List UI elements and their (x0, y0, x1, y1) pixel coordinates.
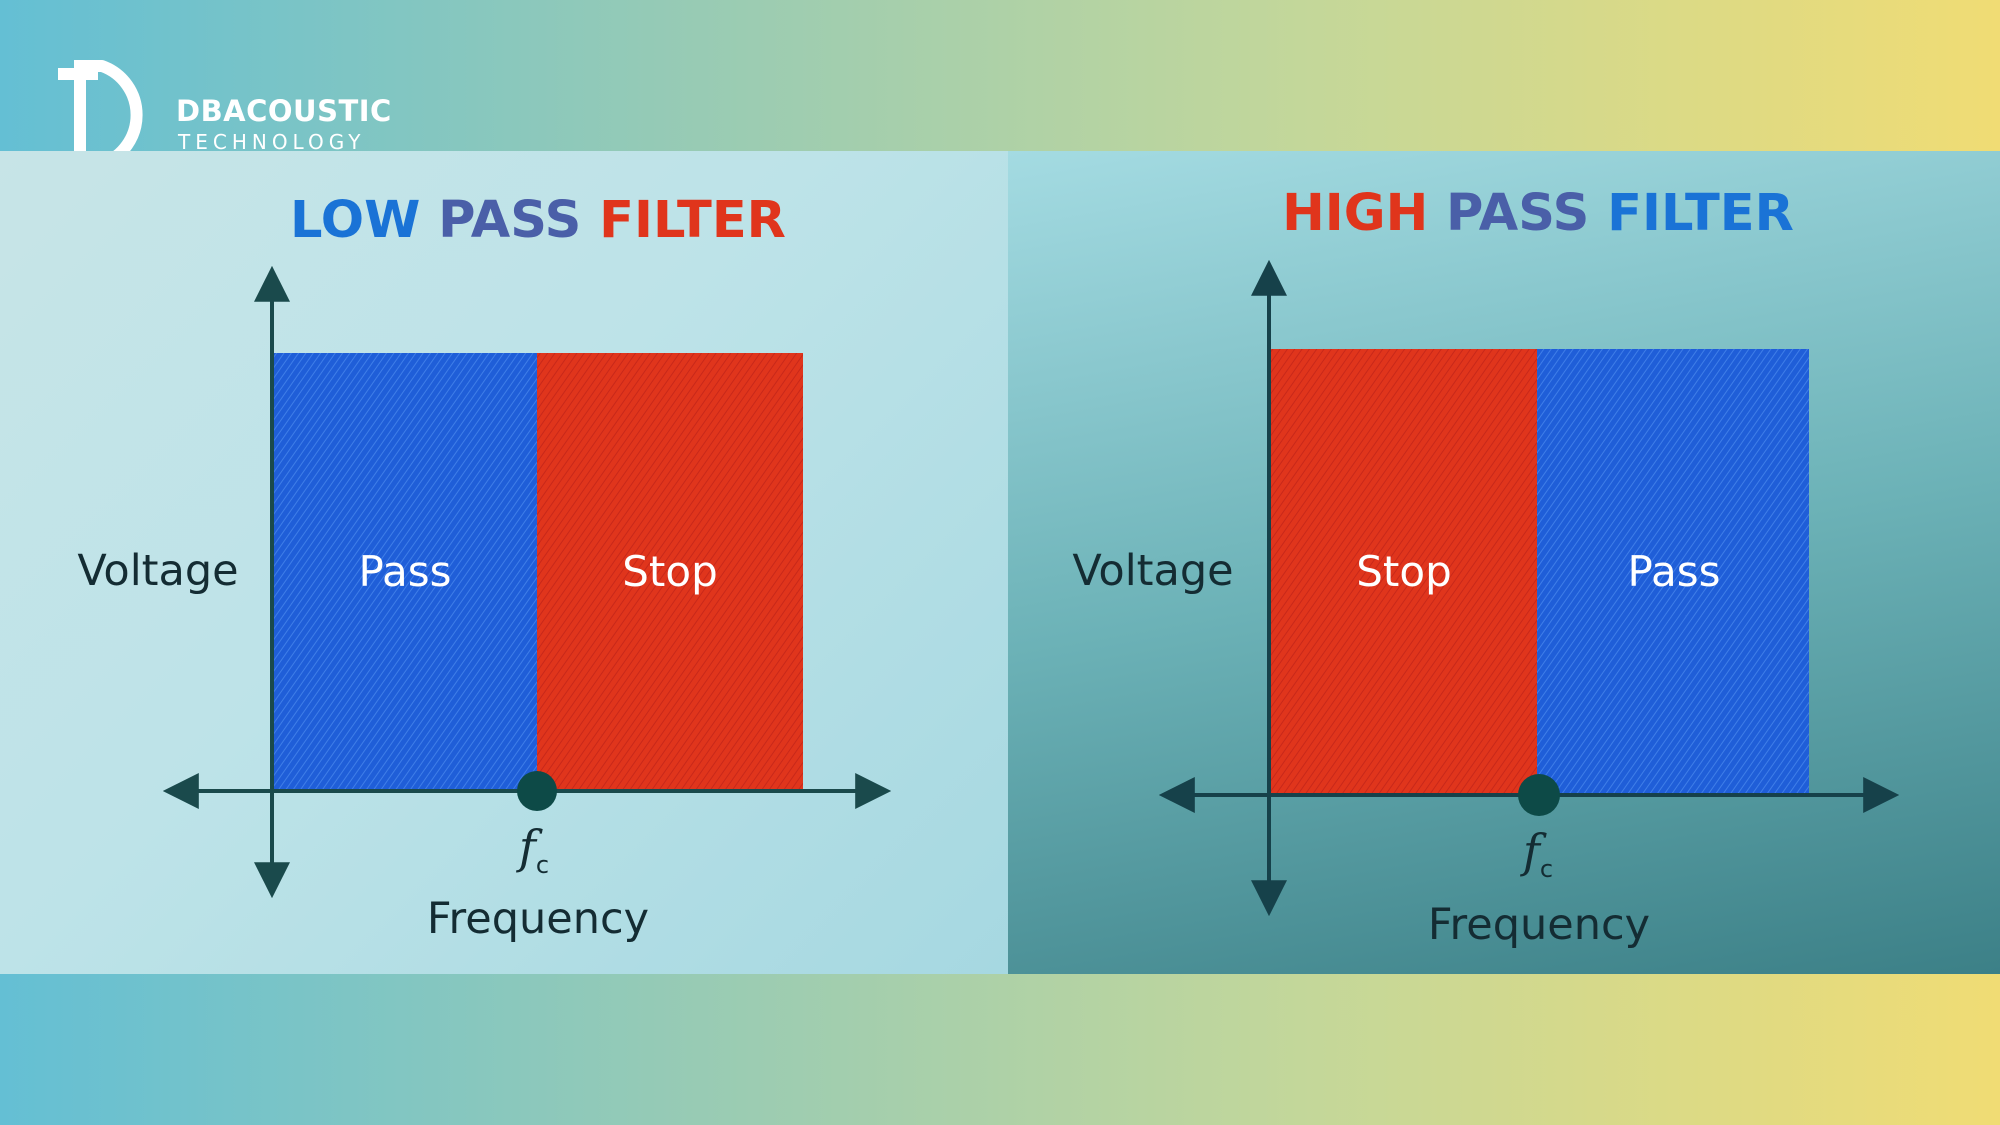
high-pass-panel: HIGH PASS FILTER Stop Pass Voltage Frequ… (1008, 151, 2000, 974)
low-pass-title-word-2: PASS (438, 191, 599, 250)
high-pass-frequency-label: Frequency (1428, 900, 1650, 950)
low-pass-frequency-label: Frequency (427, 894, 649, 944)
brand-subtitle: TECHNOLOGY (178, 130, 366, 154)
high-pass-stop-label: Stop (1356, 547, 1451, 596)
high-pass-diagram: HIGH PASS FILTER Stop Pass Voltage Frequ… (1072, 184, 1900, 950)
high-pass-pass-label: Pass (1628, 547, 1721, 596)
low-pass-title-word-1: LOW (290, 191, 438, 250)
brand-logo: DBACOUSTIC TECHNOLOGY (58, 52, 398, 172)
high-pass-pass-band (1537, 349, 1809, 795)
low-pass-cutoff-marker (517, 771, 557, 811)
low-pass-diagram: LOW PASS FILTER Pass Stop Voltage Freque… (77, 191, 892, 944)
low-pass-stop-label: Stop (622, 547, 717, 596)
low-pass-cutoff-subscript: c (536, 851, 549, 879)
brand-name: DBACOUSTIC (176, 94, 392, 128)
high-pass-cutoff-subscript: c (1540, 855, 1553, 883)
low-pass-title-word-3: FILTER (599, 191, 786, 250)
high-pass-stop-band (1270, 349, 1537, 795)
high-pass-title-word-2: PASS (1446, 184, 1607, 243)
low-pass-title: LOW PASS FILTER (290, 191, 786, 250)
high-pass-cutoff-label: fc (1520, 824, 1553, 883)
low-pass-stop-band (537, 353, 803, 790)
high-pass-voltage-label: Voltage (1072, 546, 1233, 596)
high-pass-cutoff-marker (1518, 774, 1560, 816)
low-pass-pass-band (272, 353, 537, 790)
high-pass-title: HIGH PASS FILTER (1282, 184, 1794, 243)
low-pass-pass-label: Pass (359, 547, 452, 596)
low-pass-panel: LOW PASS FILTER Pass Stop Voltage Freque… (0, 151, 1008, 974)
low-pass-voltage-label: Voltage (77, 546, 238, 596)
high-pass-title-word-3: FILTER (1607, 184, 1794, 243)
high-pass-title-word-1: HIGH (1282, 184, 1446, 243)
low-pass-cutoff-label: fc (516, 820, 549, 879)
